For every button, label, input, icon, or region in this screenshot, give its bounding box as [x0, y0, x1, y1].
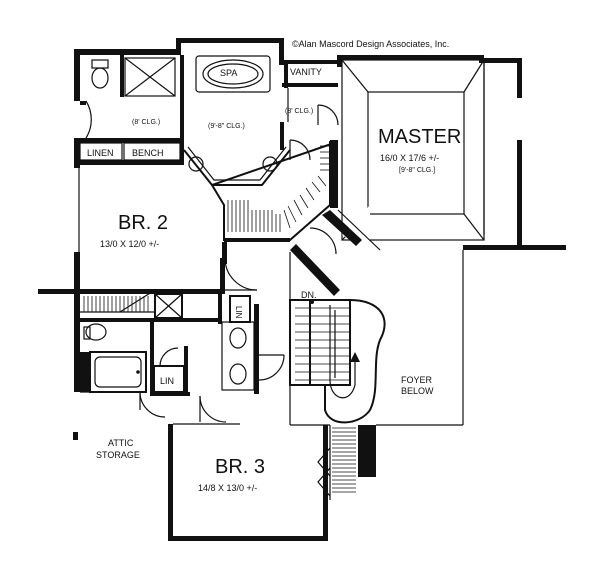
lin-label-lower: LIN	[160, 376, 174, 386]
attic-label-1: ATTIC	[108, 438, 134, 448]
br3-name: BR. 3	[215, 456, 265, 478]
master-dims: 16/0 X 17/6 +/-	[380, 153, 439, 163]
lin-label-upper: LIN	[234, 306, 243, 319]
room-labels: SPA VANITY LINEN BENCH (8' CLG.) (9'-8" …	[87, 67, 461, 493]
copyright-text: ©Alan Mascord Design Associates, Inc.	[292, 39, 449, 49]
bench-label: BENCH	[132, 148, 164, 158]
foyer-label-1: FOYER	[401, 375, 433, 385]
master-bath	[80, 55, 339, 186]
walk-in-closet	[210, 140, 338, 242]
foyer-label-2: BELOW	[401, 386, 434, 396]
staircase	[289, 299, 386, 500]
bath-center-ceiling: (9'-8" CLG.)	[208, 123, 245, 130]
master-entry-wall	[290, 209, 381, 296]
br2-name: BR. 2	[118, 212, 168, 234]
bath-left-ceiling: (8' CLG.)	[132, 119, 160, 126]
br3-dims: 14/8 X 13/0 +/-	[198, 483, 257, 493]
vanity-label: VANITY	[290, 67, 322, 77]
br2-dims: 13/0 X 12/0 +/-	[100, 239, 159, 249]
master-ceiling: [9'-8" CLG.]	[399, 167, 435, 174]
attic-label-2: STORAGE	[96, 450, 140, 460]
shared-bath	[80, 295, 285, 423]
vanity-right-ceiling: (8' CLG.)	[285, 108, 313, 115]
exterior-walls	[38, 38, 566, 541]
spa-label: SPA	[220, 68, 237, 78]
linen-label: LINEN	[87, 148, 114, 158]
stair-down-label: DN.	[301, 290, 317, 300]
master-name: MASTER	[378, 126, 461, 148]
bedroom-2-walls	[80, 242, 258, 324]
